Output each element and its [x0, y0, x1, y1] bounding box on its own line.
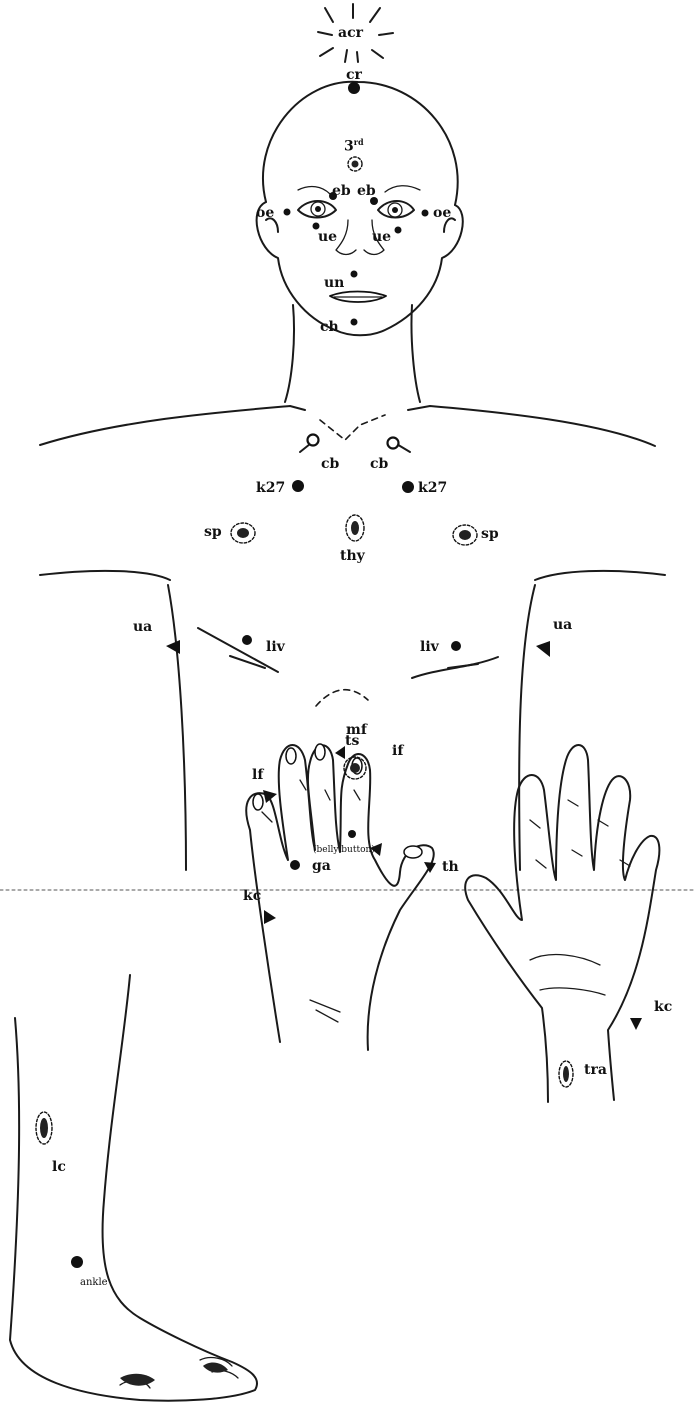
leg-foot-outline [10, 975, 257, 1401]
label-ua-left: ua [133, 620, 152, 634]
label-cb-left: cb [321, 457, 339, 471]
label-ga: ga [312, 859, 331, 873]
head-outline [257, 82, 463, 335]
label-ua-right: ua [553, 618, 572, 632]
label-sp-right: sp [481, 527, 499, 541]
label-if: if [392, 744, 403, 758]
acupressure-points [36, 82, 573, 1386]
label-eb-left: eb [332, 184, 351, 198]
label-ankle: ankle [80, 1278, 108, 1288]
label-cr: cr [346, 68, 362, 82]
right-hand-outline [465, 745, 659, 1102]
label-belly-button: (belly button) [313, 846, 375, 855]
label-tra: tra [584, 1063, 607, 1077]
label-lc: lc [52, 1160, 66, 1174]
label-ue-right: ue [372, 230, 391, 244]
label-k27-left: k27 [256, 481, 285, 495]
label-thy: thy [340, 549, 365, 563]
label-cb-right: cb [370, 457, 388, 471]
label-mf: mf [346, 723, 367, 737]
label-ch: ch [320, 320, 339, 334]
label-kc-left: kc [243, 889, 261, 903]
label-un: un [324, 276, 344, 290]
label-liv-left: liv [266, 640, 285, 654]
label-liv-right: liv [420, 640, 439, 654]
triangle-markers [166, 640, 642, 1030]
label-oe-right: oe [433, 206, 451, 220]
label-ue-left: ue [318, 230, 337, 244]
label-sp-left: sp [204, 525, 222, 539]
label-acr: acr [338, 26, 363, 40]
label-th: th [442, 860, 459, 874]
label-oe-left: oe [256, 206, 274, 220]
label-lf: lf [252, 768, 263, 782]
label-eb-right: eb [357, 184, 376, 198]
torso-outline [40, 305, 665, 870]
left-hand-outline [246, 744, 434, 1050]
label-third-eye: 3rd [344, 138, 364, 154]
label-kc-right: kc [654, 1000, 672, 1014]
label-k27-right: k27 [418, 481, 447, 495]
